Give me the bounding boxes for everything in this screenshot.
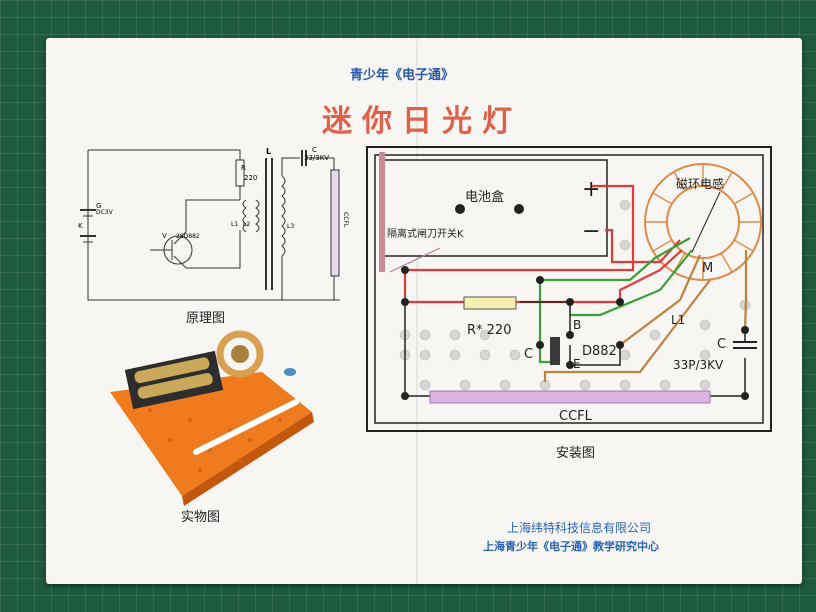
schematic-label-r: R xyxy=(241,164,246,172)
schematic-caption: 原理图 xyxy=(186,311,226,326)
lamp-label: CCFL xyxy=(559,409,593,424)
schematic-label-l3: L3 xyxy=(287,223,294,230)
schematic-label-lamp: CCFL xyxy=(342,212,349,228)
transistor-label: D882 xyxy=(582,344,617,359)
inductor-l1-label: L1 xyxy=(671,313,685,327)
pin-c-label: C xyxy=(524,347,533,362)
pin-e-label: E xyxy=(573,357,581,371)
schematic-label-k: K xyxy=(78,222,83,230)
paper-fold-line xyxy=(416,38,418,584)
capacitor-value-label: 33P/3KV xyxy=(673,358,724,372)
schematic-label-r-value: 220 xyxy=(244,174,257,182)
switch-label: 隔离式闸刀开关K xyxy=(387,227,464,240)
schematic-label-c: C xyxy=(312,146,317,154)
schematic-label-g: G xyxy=(96,202,101,210)
capacitor-c-label: C xyxy=(717,337,726,352)
schematic-label-transistor: 2SD882 xyxy=(176,233,200,240)
installation-caption: 安装图 xyxy=(556,446,596,461)
company-name: 上海纬特科技信息有限公司 xyxy=(507,521,652,535)
schematic-label-l1: L1 xyxy=(231,221,238,228)
battery-plus-label: + xyxy=(582,177,600,202)
research-center-name: 上海青少年《电子通》教学研究中心 xyxy=(483,540,659,553)
battery-minus-label: − xyxy=(582,219,600,244)
schematic-label-v: V xyxy=(162,232,167,240)
schematic-label-l2: L2 xyxy=(243,221,250,228)
photo-caption: 实物图 xyxy=(181,510,221,525)
schematic-label-g-value: DC3V xyxy=(96,209,114,216)
sheet-title: 迷你日光灯 xyxy=(322,104,522,139)
pin-b-label: B xyxy=(573,318,581,332)
toroid-tap-label: M xyxy=(702,261,713,276)
instruction-sheet xyxy=(46,38,802,584)
battery-box-label: 电池盒 xyxy=(465,189,504,205)
resistor-label: R* 220 xyxy=(467,323,511,338)
toroid-label: 磁环电感 xyxy=(676,176,724,191)
sheet-subtitle: 青少年《电子通》 xyxy=(350,68,455,83)
schematic-label-c-value: 33/3KV xyxy=(304,154,329,162)
schematic-label-l: L xyxy=(266,147,271,156)
